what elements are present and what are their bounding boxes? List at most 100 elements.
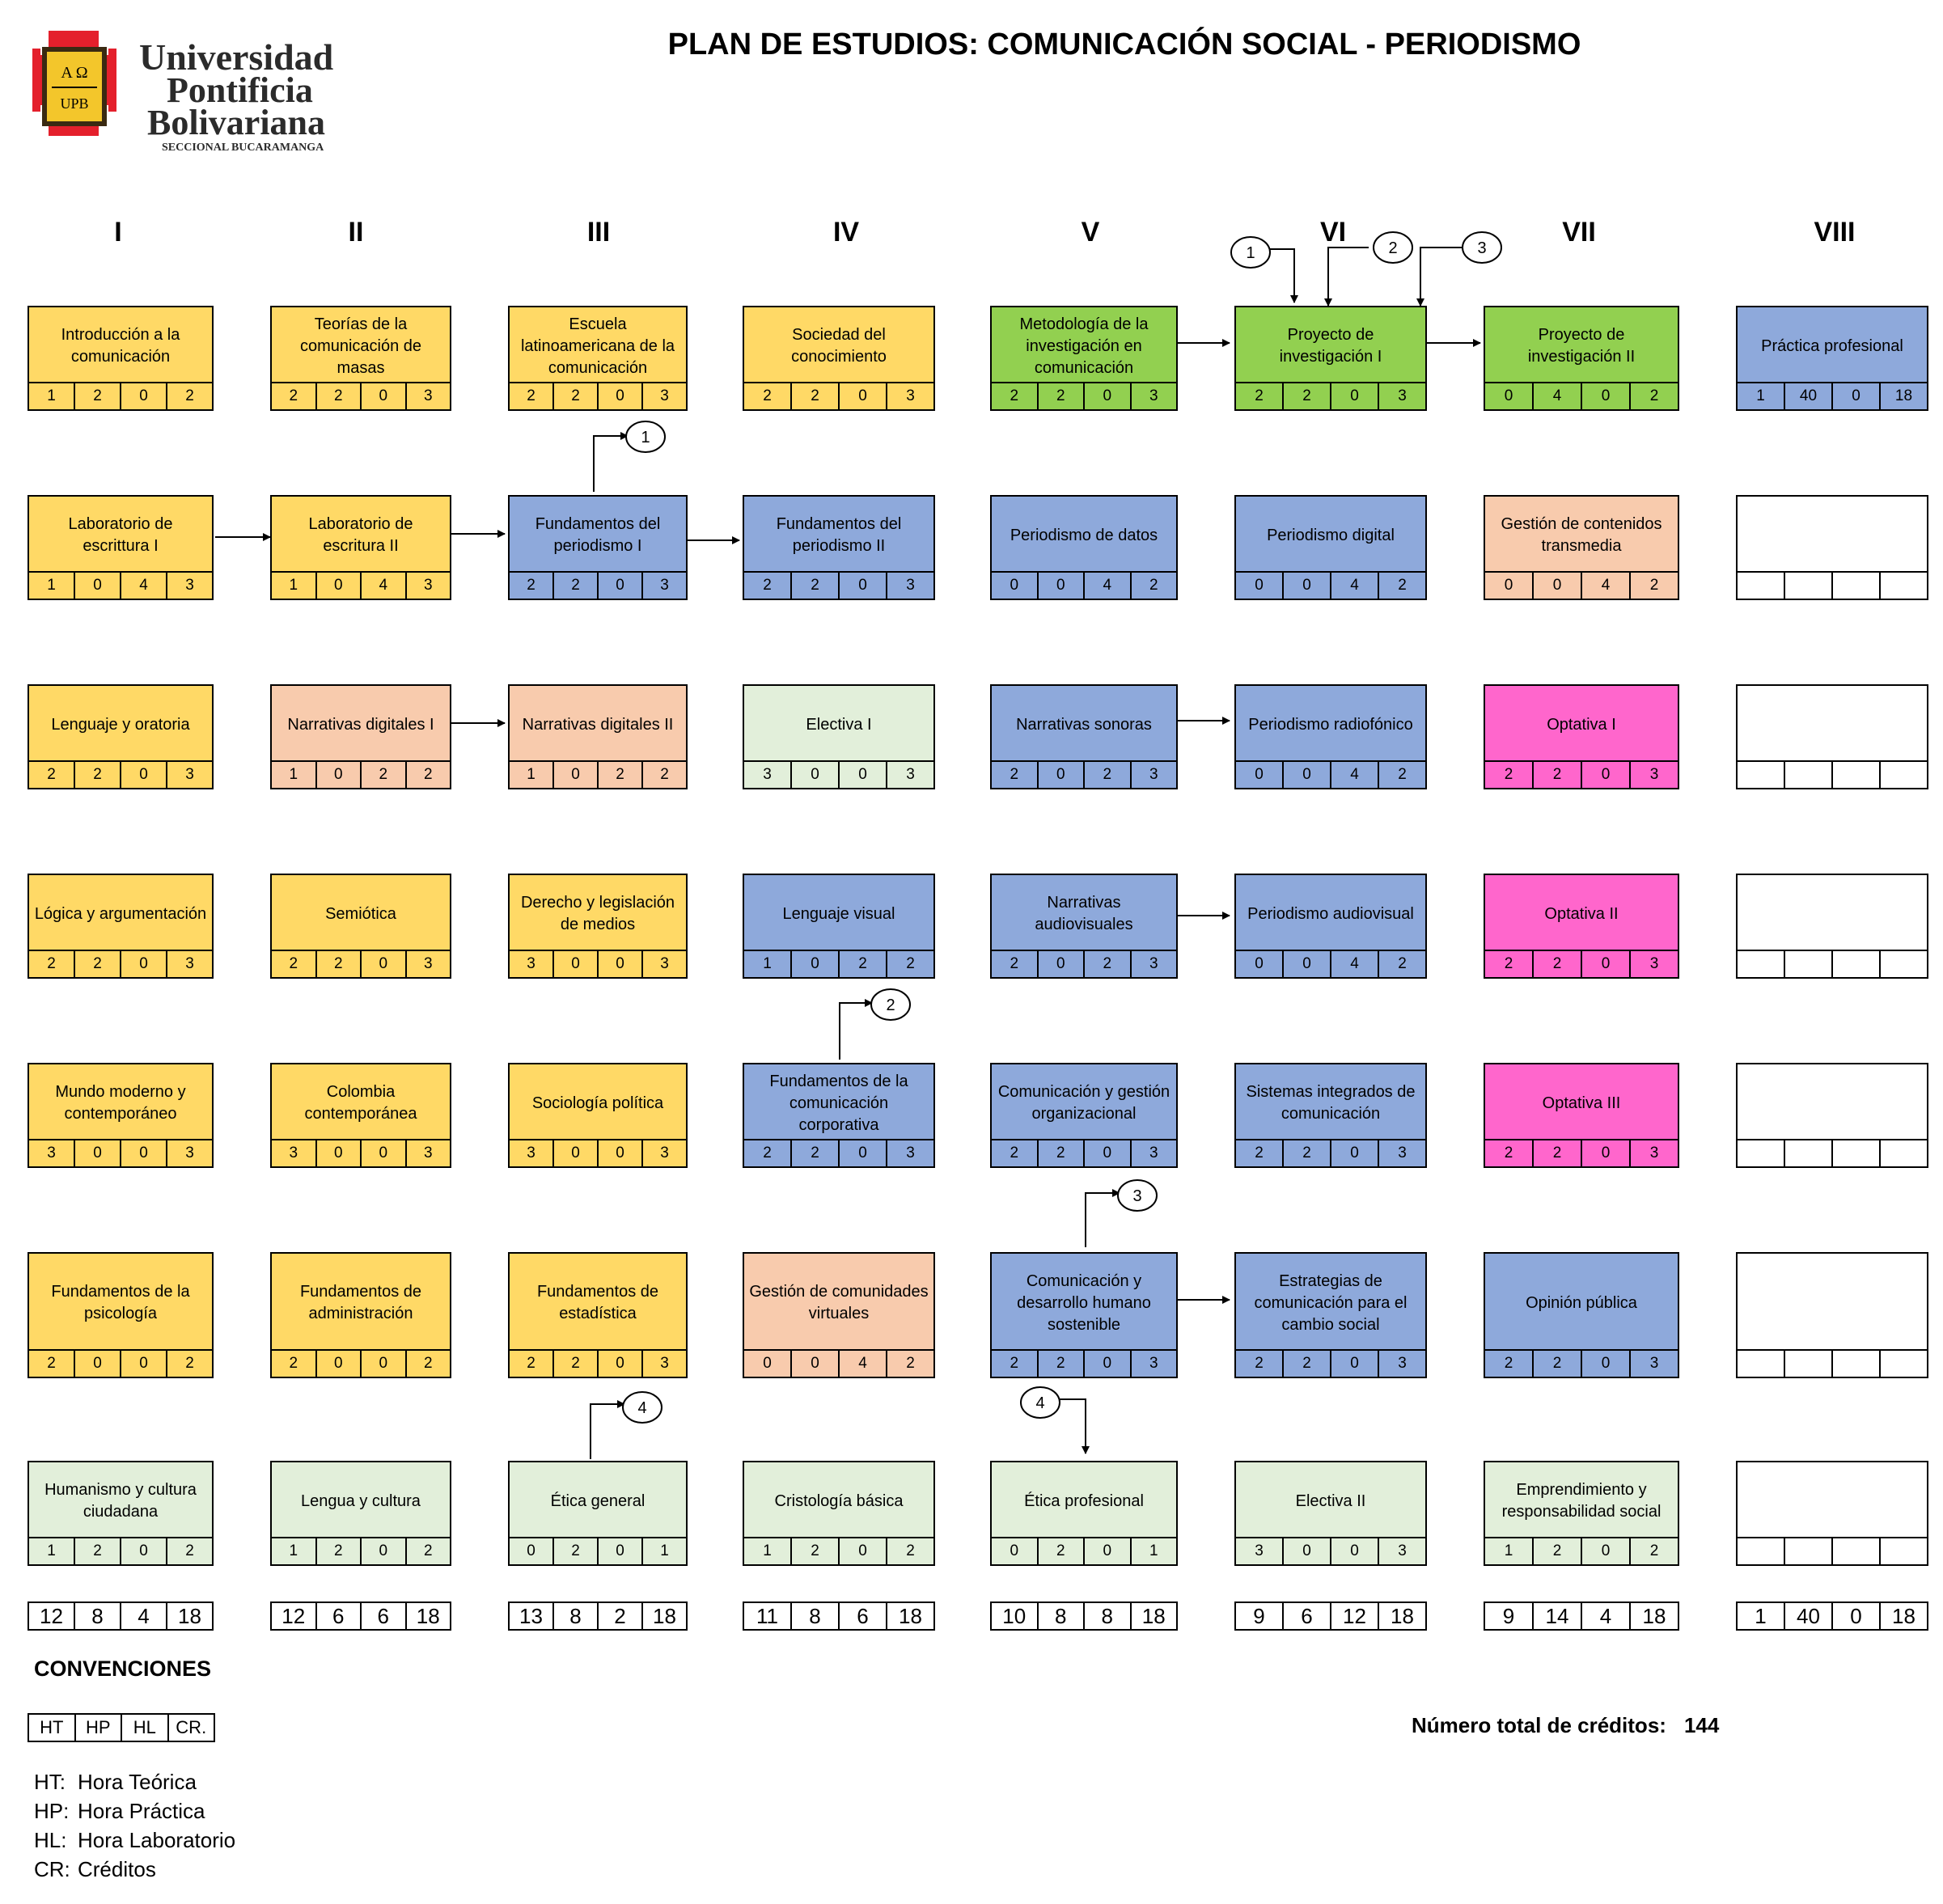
course-name: Periodismo audiovisual bbox=[1247, 904, 1414, 923]
course-name: Fundamentos del periodismo II bbox=[776, 515, 902, 555]
course-hp-cell: 0 bbox=[74, 1140, 120, 1166]
course-hp-cell: 0 bbox=[552, 1140, 597, 1166]
course-hp-cell: 2 bbox=[1036, 1140, 1084, 1166]
course-name: Fundamentos de la comunicación corporati… bbox=[769, 1072, 908, 1134]
course-cr-cell: 3 bbox=[1129, 383, 1177, 409]
semester-total-cell: 4 bbox=[120, 1603, 166, 1629]
course-ht-cell: 1 bbox=[763, 1542, 772, 1559]
course-hp-cell: 2 bbox=[1532, 1538, 1581, 1564]
course-name: Fundamentos de administración bbox=[299, 1283, 422, 1322]
course-cr-cell: 1 bbox=[641, 1538, 686, 1564]
semester-total-cell: 6 bbox=[1282, 1603, 1330, 1629]
course-hl-cell: 0 bbox=[1581, 1351, 1629, 1377]
course-cr-cell: 2 bbox=[1629, 383, 1678, 409]
badge-number: 2 bbox=[1388, 239, 1397, 257]
course-name: Periodismo radiofónico bbox=[1248, 715, 1413, 734]
connector-badge-3: 3 bbox=[1462, 231, 1502, 264]
course-cr-cell: 3 bbox=[1629, 762, 1678, 788]
course-name: Lógica y argumentación bbox=[34, 904, 207, 923]
semester-total-cell: 6 bbox=[360, 1603, 405, 1629]
course-hl-cell: 0 bbox=[838, 383, 886, 409]
course-ht-cell: 2 bbox=[1504, 1145, 1513, 1161]
course-name: Laboratorio de escritura II bbox=[308, 515, 413, 555]
course-hl-cell: 2 bbox=[1083, 762, 1130, 788]
course-hl-cell: 0 bbox=[360, 1140, 405, 1166]
course-ht-cell: 2 bbox=[527, 387, 535, 404]
semester-total-cell: 18 bbox=[1378, 1603, 1425, 1629]
semester-total-cell: 11 bbox=[756, 1603, 778, 1628]
course-hl-cell: 0 bbox=[838, 762, 886, 788]
course-cr-cell: 2 bbox=[166, 1351, 212, 1377]
course-name: Periodismo de datos bbox=[1010, 526, 1158, 544]
course-cr-cell: 3 bbox=[1378, 1140, 1425, 1166]
semester-total-cell: 1 bbox=[1755, 1603, 1767, 1628]
course-hl-cell: 0 bbox=[597, 1351, 641, 1377]
course-hl-cell: 0 bbox=[1330, 1140, 1378, 1166]
course-hl-cell: 4 bbox=[1330, 951, 1378, 977]
course-hp-cell: 2 bbox=[1036, 1351, 1084, 1377]
course-hl-cell: 0 bbox=[1581, 951, 1629, 977]
semester-total-cell: 9 bbox=[1253, 1603, 1265, 1628]
arrow-fundcorp-badge2 bbox=[839, 999, 873, 1060]
empty-course-box bbox=[1736, 1063, 1928, 1168]
course-name: Proyecto de investigación II bbox=[1527, 326, 1636, 366]
course-hp-cell bbox=[1784, 762, 1831, 788]
course-hours-row bbox=[1738, 1139, 1927, 1166]
course-name: Fundamentos del periodismo I bbox=[535, 515, 661, 555]
course-name: Práctica profesional bbox=[1761, 336, 1903, 355]
semester-total-cell: 18 bbox=[1879, 1603, 1927, 1629]
course-cr-cell: 3 bbox=[166, 762, 212, 788]
conventions-header-box: HT HP HL CR. bbox=[28, 1713, 215, 1742]
course-name: Opinión pública bbox=[1526, 1293, 1637, 1312]
course-cr-cell bbox=[1879, 1538, 1927, 1564]
course-cr-cell: 3 bbox=[886, 762, 933, 788]
semester-label-5: V bbox=[1081, 217, 1100, 248]
page-title: PLAN DE ESTUDIOS: COMUNICACIÓN SOCIAL - … bbox=[667, 28, 1581, 61]
course-hl-cell: 0 bbox=[120, 1140, 166, 1166]
legend-abbr: HP: bbox=[34, 1799, 70, 1823]
course-hp-cell: 2 bbox=[552, 383, 597, 409]
course-hp-cell: 0 bbox=[315, 573, 361, 599]
course-hp-cell: 2 bbox=[790, 1538, 838, 1564]
course-ht-cell: 1 bbox=[47, 577, 56, 594]
badge-number: 2 bbox=[886, 996, 895, 1014]
semester-label-8: VIII bbox=[1814, 217, 1856, 248]
course-name: Ética general bbox=[550, 1491, 646, 1510]
course-cr-cell: 3 bbox=[1129, 1140, 1177, 1166]
course-ht-cell: 2 bbox=[763, 577, 772, 594]
course-cr-cell bbox=[1879, 762, 1927, 788]
course-box: Metodología de la investigación en comun… bbox=[990, 306, 1178, 411]
connector-badge-1: 1 bbox=[1230, 236, 1271, 269]
course-name: Optativa III bbox=[1542, 1094, 1621, 1112]
course-cr-cell: 3 bbox=[641, 951, 686, 977]
course-ht-cell: 0 bbox=[1504, 577, 1513, 594]
course-name: Proyecto de investigación I bbox=[1279, 326, 1382, 366]
course-ht-cell: 0 bbox=[1010, 1542, 1019, 1559]
semester-total-cell: 18 bbox=[1629, 1603, 1678, 1629]
course-name: Laboratorio de escrittura I bbox=[68, 515, 173, 555]
course-box: Fundamentos de la comunicación corporati… bbox=[743, 1063, 935, 1168]
course-hl-cell: 0 bbox=[1831, 383, 1879, 409]
course-cr-cell: 3 bbox=[404, 573, 451, 599]
course-hl-cell: 0 bbox=[597, 573, 641, 599]
course-hl-cell: 2 bbox=[1083, 951, 1130, 977]
course-hp-cell: 4 bbox=[1532, 383, 1581, 409]
semester-total-cell: 13 bbox=[519, 1603, 543, 1628]
course-ht-cell: 2 bbox=[1255, 1355, 1264, 1372]
course-ht-cell: 2 bbox=[289, 1355, 298, 1372]
course-name: Electiva II bbox=[1295, 1491, 1366, 1510]
legend-text: Hora Teórica bbox=[78, 1770, 197, 1794]
course-hl-cell: 0 bbox=[1083, 1538, 1130, 1564]
